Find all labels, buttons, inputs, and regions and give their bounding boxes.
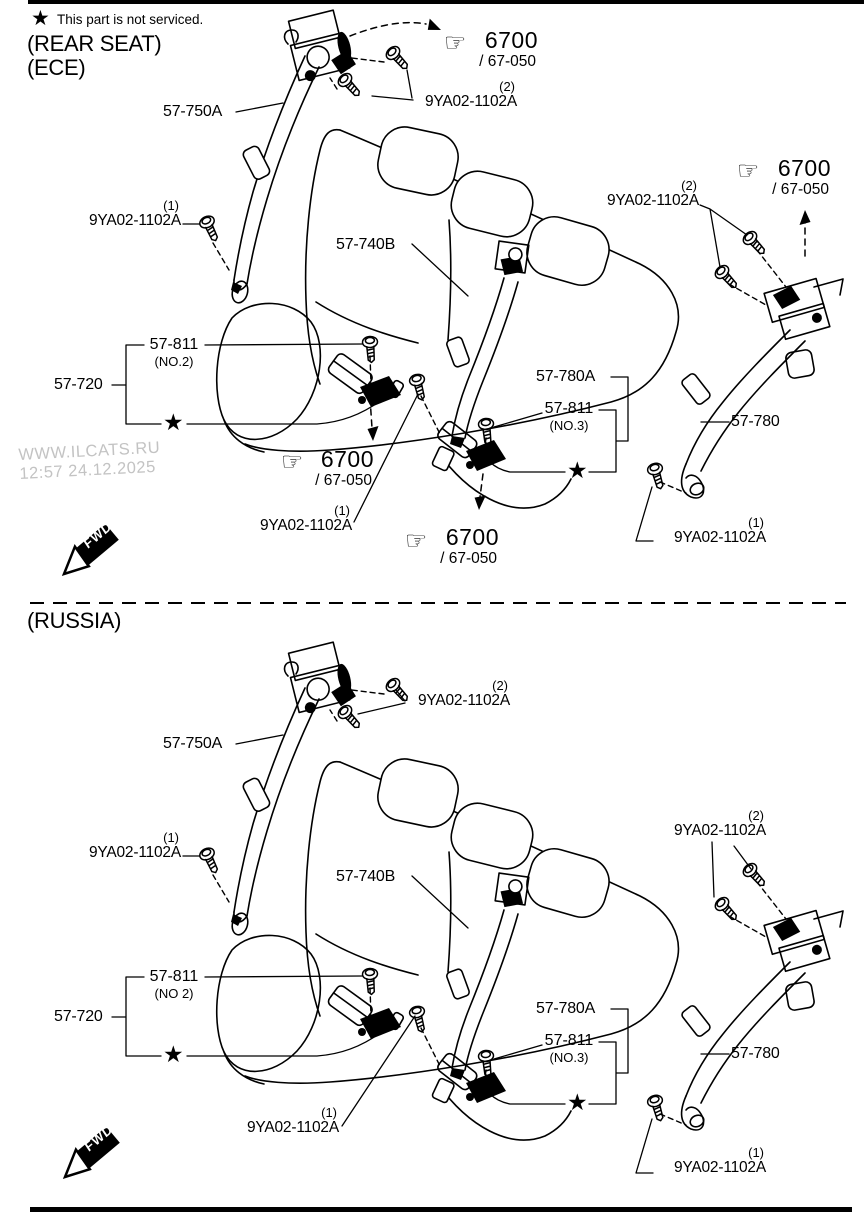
bottom-border-bar xyxy=(30,1207,852,1212)
ref-group: / 67-050 xyxy=(479,53,536,70)
fastener-qty: (1) xyxy=(163,198,179,213)
fastener-callout[interactable]: (2) 9YA02-1102A xyxy=(398,679,510,709)
fastener-callout[interactable]: (1) 9YA02-1102A xyxy=(227,1106,339,1136)
label-anchor-no3[interactable]: 57-811 (NO.3) xyxy=(539,400,599,433)
fastener-callout[interactable]: (2) 9YA02-1102A xyxy=(654,809,766,839)
label-belt-right[interactable]: 57-780 xyxy=(731,413,780,430)
anchor-part[interactable]: 57-811 xyxy=(544,1032,594,1049)
russia-overlay xyxy=(62,689,752,1179)
not-serviced-star-icon: ★ xyxy=(31,6,50,30)
anchor-sub: (NO.3) xyxy=(549,1050,589,1065)
anchor-part[interactable]: 57-811 xyxy=(149,968,199,985)
fastener-part[interactable]: 9YA02-1102A xyxy=(424,93,517,110)
fastener-part[interactable]: 9YA02-1102A xyxy=(88,212,181,229)
label-anchor-no3[interactable]: 57-811 (NO.3) xyxy=(539,1032,599,1065)
ref-callout-6700[interactable]: 6700 / 67-050 xyxy=(284,448,374,489)
fastener-part[interactable]: 9YA02-1102A xyxy=(673,1159,766,1176)
fastener-callout[interactable]: (1) 9YA02-1102A xyxy=(654,516,766,546)
fastener-qty: (2) xyxy=(499,79,515,94)
fastener-callout[interactable]: (1) 9YA02-1102A xyxy=(69,831,181,861)
fastener-callout[interactable]: (2) 9YA02-1102A xyxy=(587,179,699,209)
label-buckle-group[interactable]: 57-720 xyxy=(54,1008,103,1025)
ref-group: / 67-050 xyxy=(440,550,497,567)
label-belt-left[interactable]: 57-750A xyxy=(163,735,223,752)
fastener-callout[interactable]: (1) 9YA02-1102A xyxy=(654,1146,766,1176)
fastener-qty: (1) xyxy=(748,1145,764,1160)
star-marker: ★ xyxy=(163,410,184,436)
label-buckle-group[interactable]: 57-720 xyxy=(54,376,103,393)
anchor-sub: (NO.3) xyxy=(549,418,589,433)
fastener-callout[interactable]: (2) 9YA02-1102A xyxy=(405,80,517,110)
fastener-qty: (1) xyxy=(321,1105,337,1120)
fastener-part[interactable]: 9YA02-1102A xyxy=(673,822,766,839)
label-anchor-no2[interactable]: 57-811 (NO 2) xyxy=(144,968,204,1001)
section-title-rear-seat: (REAR SEAT) xyxy=(27,31,162,56)
fastener-qty: (1) xyxy=(163,830,179,845)
fastener-part[interactable]: 9YA02-1102A xyxy=(606,192,699,209)
anchor-part[interactable]: 57-811 xyxy=(544,400,594,417)
fastener-qty: (2) xyxy=(748,808,764,823)
label-belt-right-group[interactable]: 57-780A xyxy=(536,1000,596,1017)
pointing-hand-icon[interactable]: ☞ xyxy=(737,156,760,185)
not-serviced-note: This part is not serviced. xyxy=(57,12,204,27)
russia-art xyxy=(112,640,843,1173)
anchor-part[interactable]: 57-811 xyxy=(149,336,199,353)
label-belt-center[interactable]: 57-740B xyxy=(336,868,396,885)
ece-overlay xyxy=(61,18,812,576)
star-marker: ★ xyxy=(567,458,588,484)
fastener-callout[interactable]: (1) 9YA02-1102A xyxy=(69,199,181,229)
ref-code[interactable]: 6700 xyxy=(320,446,374,472)
ref-callout-6700[interactable]: 6700 / 67-050 xyxy=(741,157,831,198)
fastener-part[interactable]: 9YA02-1102A xyxy=(673,529,766,546)
label-belt-right[interactable]: 57-780 xyxy=(731,1045,780,1062)
fastener-part[interactable]: 9YA02-1102A xyxy=(246,1119,339,1136)
fwd-arrow-icon xyxy=(62,1126,120,1179)
ref-code[interactable]: 6700 xyxy=(445,524,499,550)
fwd-arrow-icon xyxy=(61,523,119,576)
fastener-qty: (1) xyxy=(334,503,350,518)
fastener-part[interactable]: 9YA02-1102A xyxy=(259,517,352,534)
pointing-hand-icon[interactable]: ☞ xyxy=(405,526,428,555)
label-anchor-no2[interactable]: 57-811 (NO.2) xyxy=(144,336,204,369)
star-marker: ★ xyxy=(567,1090,588,1116)
fastener-part[interactable]: 9YA02-1102A xyxy=(88,844,181,861)
anchor-sub: (NO.2) xyxy=(154,354,194,369)
star-marker: ★ xyxy=(163,1042,184,1068)
label-belt-left[interactable]: 57-750A xyxy=(163,103,223,120)
pointing-hand-icon[interactable]: ☞ xyxy=(281,447,304,476)
label-belt-center[interactable]: 57-740B xyxy=(336,236,396,253)
fastener-part[interactable]: 9YA02-1102A xyxy=(417,692,510,709)
fastener-qty: (1) xyxy=(748,515,764,530)
fastener-callout[interactable]: (1) 9YA02-1102A xyxy=(240,504,352,534)
top-border-bar xyxy=(28,0,864,4)
section-title-russia: (RUSSIA) xyxy=(27,608,122,633)
ref-group: / 67-050 xyxy=(772,181,829,198)
ref-callout-6700[interactable]: 6700 / 67-050 xyxy=(409,526,499,567)
ref-code[interactable]: 6700 xyxy=(484,27,538,53)
ref-callout-6700[interactable]: 6700 / 67-050 xyxy=(448,29,538,70)
section-subtitle-ece: (ECE) xyxy=(27,55,86,80)
label-belt-right-group[interactable]: 57-780A xyxy=(536,368,596,385)
fastener-qty: (2) xyxy=(681,178,697,193)
fastener-qty: (2) xyxy=(492,678,508,693)
pointing-hand-icon[interactable]: ☞ xyxy=(444,28,467,57)
anchor-sub: (NO 2) xyxy=(154,986,194,1001)
ref-code[interactable]: 6700 xyxy=(777,155,831,181)
ref-group: / 67-050 xyxy=(315,472,372,489)
